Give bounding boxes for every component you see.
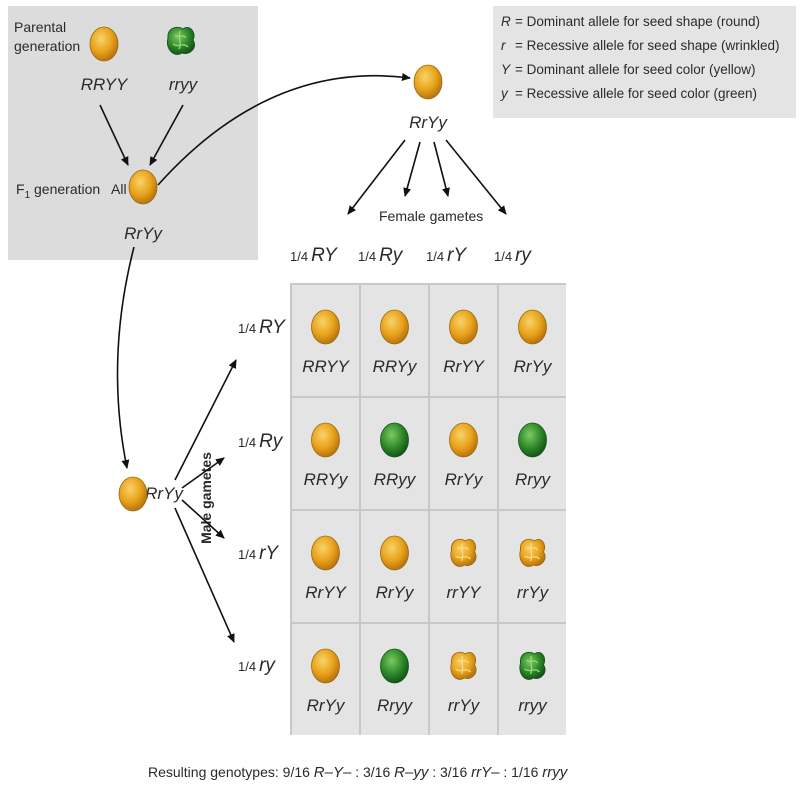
punnett-cell-genotype: rrYy — [516, 583, 549, 602]
arrow-female-gamete-1 — [347, 139, 406, 215]
legend-row: Y= Dominant allele for seed color (yello… — [501, 62, 756, 77]
wrinkled-yellow-seed — [450, 538, 477, 567]
punnett-cell-genotype: RRYY — [302, 357, 349, 376]
arrow-male-gamete-3 — [181, 499, 225, 539]
f1-all-label: All — [111, 181, 127, 197]
punnett-cell: RrYy — [361, 511, 428, 622]
punnett-cell-genotype: rrYy — [447, 696, 480, 715]
punnett-cell: rrYY — [430, 511, 497, 622]
arrow-male-gamete-4 — [174, 507, 235, 643]
arrow-f1-to-male — [116, 246, 135, 469]
parent-yellow-genotype: RRYY — [80, 75, 128, 94]
resulting-genotypes: Resulting genotypes: 9/16 R–Y– : 3/16 R–… — [148, 764, 568, 781]
round-green-seed — [380, 422, 409, 458]
punnett-cell-genotype: RrYy — [375, 583, 414, 602]
round-yellow-seed — [380, 309, 409, 345]
parent-green-genotype: rryy — [168, 75, 198, 94]
round-yellow-seed — [311, 309, 340, 345]
punnett-cell-genotype: RRYy — [372, 357, 417, 376]
punnett-cell: RrYY — [292, 511, 359, 622]
female-gametes-title: Female gametes — [379, 208, 484, 224]
arrow-female-gamete-3 — [433, 141, 450, 197]
punnett-cell: Rryy — [361, 624, 428, 735]
arrow-male-gamete-2 — [181, 457, 225, 489]
punnett-cell: Rryy — [499, 398, 566, 509]
summary-item: 9/16 R–Y– — [282, 764, 352, 781]
male-parent-genotype: RrYy — [145, 484, 183, 503]
round-yellow-seed — [311, 422, 340, 458]
punnett-cell: RrYY — [430, 285, 497, 396]
punnett-cell-genotype: rryy — [518, 696, 547, 715]
punnett-cell-genotype: RRYy — [303, 470, 348, 489]
arrow-parent-green-to-f1 — [149, 104, 184, 166]
punnett-cell: RRyy — [361, 398, 428, 509]
arrow-female-gamete-4 — [445, 139, 507, 215]
parental-panel — [8, 6, 258, 260]
wrinkled-yellow-seed — [519, 538, 546, 567]
f1-genotype: RrYy — [124, 224, 162, 243]
summary-item: 3/16 rrY– — [440, 764, 500, 781]
legend-row: r= Recessive allele for seed shape (wrin… — [501, 38, 780, 53]
punnett-cell-genotype: Rryy — [377, 696, 412, 715]
arrow-female-gamete-2 — [403, 141, 421, 197]
round-yellow-seed — [380, 535, 409, 571]
punnett-cell: RRYy — [361, 285, 428, 396]
round-yellow-seed — [311, 648, 340, 684]
punnett-cell-genotype: RrYY — [305, 583, 346, 602]
arrow-parent-yellow-to-f1 — [99, 104, 129, 166]
round-yellow-seed — [311, 535, 340, 571]
round-green-seed — [518, 422, 547, 458]
female-parent-genotype: RrYy — [409, 113, 447, 132]
arrow-f1-to-female — [157, 73, 411, 186]
punnett-cell: RRYy — [292, 398, 359, 509]
punnett-cell: RRYY — [292, 285, 359, 396]
round-yellow-seed — [449, 422, 478, 458]
punnett-cell: RrYy — [430, 398, 497, 509]
round-green-seed — [380, 648, 409, 684]
round-yellow-seed — [449, 309, 478, 345]
punnett-cell: RrYy — [499, 285, 566, 396]
allele-legend: R= Dominant allele for seed shape (round… — [493, 6, 796, 118]
punnett-cell-genotype: RrYy — [513, 357, 552, 376]
wrinkled-yellow-seed — [450, 651, 477, 680]
legend-row: y= Recessive allele for seed color (gree… — [501, 86, 757, 101]
wrinkled-green-seed — [519, 651, 546, 680]
summary-item: 1/16 rryy — [511, 764, 568, 781]
parent-yellow-seed — [89, 26, 119, 62]
arrow-male-gamete-1 — [174, 359, 237, 481]
punnett-cell: RrYy — [292, 624, 359, 735]
f1-generation-label: F1 generation — [16, 181, 101, 201]
legend-row: R= Dominant allele for seed shape (round… — [501, 14, 761, 29]
punnett-cell: rrYy — [499, 511, 566, 622]
punnett-cell: rrYy — [430, 624, 497, 735]
punnett-cell-genotype: rrYY — [446, 583, 481, 602]
parent-green-wrinkled-seed — [166, 26, 195, 55]
f1-seed — [128, 169, 158, 205]
punnett-cell-genotype: Rryy — [515, 470, 550, 489]
punnett-cell-genotype: RrYy — [306, 696, 345, 715]
summary-item: 3/16 R–yy — [363, 764, 429, 781]
punnett-cell-genotype: RrYy — [444, 470, 483, 489]
female-parent-seed — [413, 64, 443, 100]
punnett-cell-genotype: RrYY — [443, 357, 484, 376]
round-yellow-seed — [518, 309, 547, 345]
punnett-cell: rryy — [499, 624, 566, 735]
punnett-cell-genotype: RRyy — [373, 470, 416, 489]
male-parent-seed — [118, 476, 148, 512]
